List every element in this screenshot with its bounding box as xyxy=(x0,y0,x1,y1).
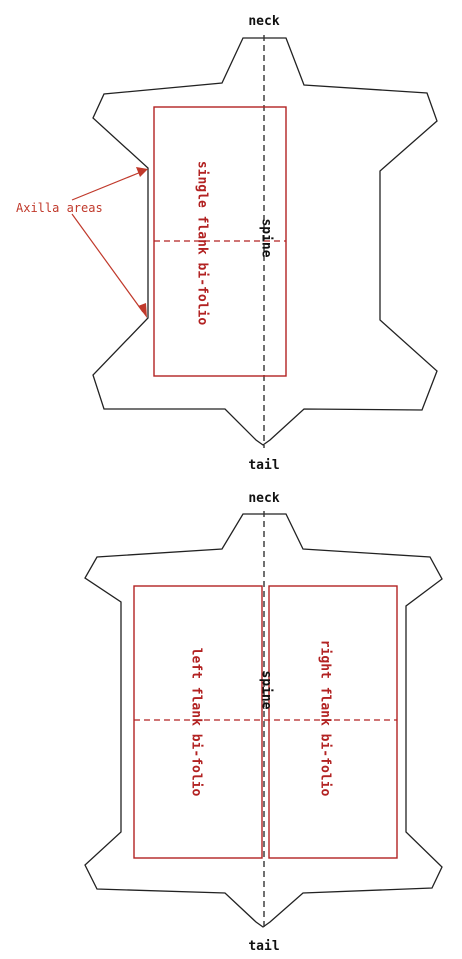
bottom-spine-label: spine xyxy=(259,670,274,709)
axilla-arrow-lower xyxy=(71,213,144,313)
axilla-callout-label: Axilla areas xyxy=(16,201,103,215)
right-folio-label: right flank bi-folio xyxy=(318,640,333,797)
top-folio-label: single flank bi-folio xyxy=(195,161,210,326)
axilla-arrowhead-upper xyxy=(136,167,148,177)
bottom-neck-label: neck xyxy=(248,491,279,506)
top-tail-label: tail xyxy=(248,458,279,473)
top-hide-outline xyxy=(92,37,438,446)
bottom-diagram: neck tail spine left flank bi-folio righ… xyxy=(84,491,443,954)
right-folio-rect xyxy=(268,585,398,859)
top-diagram: neck tail spine single flank bi-folio Ax… xyxy=(16,14,438,473)
axilla-arrowhead-lower xyxy=(138,303,147,318)
axilla-arrow-upper xyxy=(71,171,142,201)
bottom-hide-outline xyxy=(84,513,443,928)
top-spine-label: spine xyxy=(259,218,274,257)
left-folio-label: left flank bi-folio xyxy=(189,648,204,797)
top-neck-label: neck xyxy=(248,14,279,29)
left-folio-rect xyxy=(133,585,263,859)
bottom-tail-label: tail xyxy=(248,939,279,954)
